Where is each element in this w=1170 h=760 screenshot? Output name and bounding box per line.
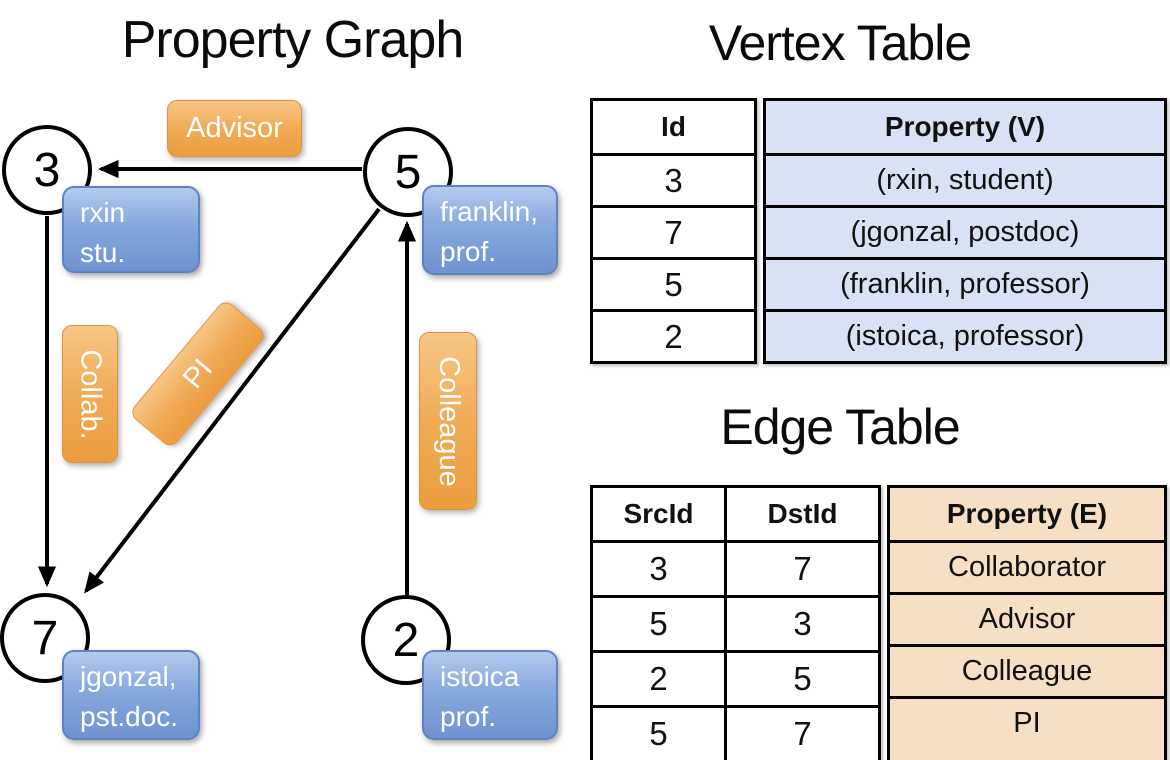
- edge-label-colleague: Colleague: [419, 332, 477, 510]
- vertex-table-cell-id: 3: [593, 153, 754, 205]
- edge-table-cell-dstid: 3: [793, 605, 812, 642]
- vertex-node-5: 5: [363, 127, 453, 217]
- vertex-table-cell-id: 2: [593, 309, 754, 361]
- property-graph-title: Property Graph: [121, 11, 465, 69]
- edge-table-header-row: SrcId DstId: [593, 488, 878, 540]
- vertex-table-cell-property: (rxin, student): [766, 153, 1164, 205]
- edge-table-title: Edge Table: [720, 399, 960, 455]
- edge-label-colleague-text: Colleague: [432, 355, 465, 487]
- vertex-table-header-property: Property (V): [884, 111, 1046, 142]
- vertex-property-label-jgonzal: jgonzal, pst.doc.: [62, 650, 200, 740]
- edge-table-cell-dstid: 5: [793, 660, 812, 697]
- vertex-property-label-jgonzal-line2: pst.doc.: [80, 701, 179, 732]
- vertex-property-label-istoica: istoica prof.: [422, 650, 558, 740]
- edge-table-row: 3 7: [593, 540, 878, 595]
- vertex-property-label-jgonzal-line1: jgonzal,: [80, 661, 177, 692]
- edge-table-cell-srcid: 3: [593, 543, 727, 595]
- vertex-table-id-column: Id 3 7 5 2: [590, 98, 757, 364]
- edge-label-collab: Collab.: [62, 325, 118, 463]
- vertex-property-label-rxin-line2: stu.: [80, 237, 126, 268]
- vertex-table-cell-property: (jgonzal, postdoc): [766, 205, 1164, 257]
- edge-table-row: 5 7: [593, 705, 878, 760]
- vertex-node-3-id: 3: [33, 143, 61, 197]
- vertex-property-label-rxin-line1: rxin: [80, 197, 126, 228]
- edge-table-cell-srcid: 5: [593, 598, 727, 650]
- vertex-table-cell-property: (franklin, professor): [766, 257, 1164, 309]
- vertex-table-cell-id: 5: [593, 257, 754, 309]
- vertex-node-5-id: 5: [394, 145, 422, 199]
- property-graph-pane: Property Graph 3 5 7 2 rxin stu. frankli…: [0, 11, 558, 740]
- edge-table-property-column: Property (E) Collaborator Advisor Collea…: [887, 485, 1167, 760]
- vertex-table-cell-id: 7: [593, 205, 754, 257]
- edge-table-cell-property: Advisor: [890, 592, 1164, 644]
- edge-table-header-srcid: SrcId: [593, 488, 727, 540]
- edge-table-cell-dstid: 7: [793, 715, 812, 752]
- vertex-table: Id 3 7 5 2 Property (V) (rxin, student) …: [590, 98, 1167, 364]
- edge-label-collab-text: Collab.: [74, 348, 107, 440]
- vertex-table-cell-property: (istoica, professor): [766, 309, 1164, 361]
- vertex-property-label-rxin: rxin stu.: [62, 186, 200, 273]
- vertex-property-label-franklin-line1: franklin,: [440, 196, 539, 227]
- vertex-property-label-istoica-line2: prof.: [440, 701, 497, 732]
- edge-table-row: 5 3: [593, 595, 878, 650]
- graph-edges-canvas: [37, 159, 417, 595]
- vertex-node-2-id: 2: [392, 613, 420, 667]
- tables-pane: Vertex Table Id 3 7 5 2 Property (V) (rx…: [585, 0, 1170, 760]
- edge-table-cell-dstid: 7: [793, 550, 812, 587]
- edge-table-header-dstid: DstId: [767, 498, 838, 529]
- vertex-property-label-franklin-line2: prof.: [440, 236, 497, 267]
- vertex-table-title: Vertex Table: [708, 15, 972, 71]
- edge-arrow-5-to-7: [84, 207, 381, 594]
- edge-table-cell-srcid: 2: [593, 653, 727, 705]
- edge-label-advisor: Advisor: [167, 100, 302, 157]
- vertex-table-property-column: Property (V) (rxin, student) (jgonzal, p…: [763, 98, 1167, 364]
- vertex-property-label-istoica-line1: istoica: [440, 661, 520, 692]
- edge-table-id-columns: SrcId DstId 3 7 5 3 2 5 5 7: [590, 485, 881, 760]
- edge-table-cell-property: Colleague: [890, 644, 1164, 696]
- vertex-table-header-id: Id: [661, 111, 686, 142]
- vertex-node-2: 2: [361, 595, 451, 685]
- vertex-property-label-franklin: franklin, prof.: [422, 185, 558, 275]
- edge-table-header-property: Property (E): [946, 498, 1108, 529]
- vertex-node-7-id: 7: [31, 611, 59, 665]
- edge-table-row: 2 5: [593, 650, 878, 705]
- edge-table-cell-srcid: 5: [593, 708, 727, 760]
- edge-table-cell-property: Collaborator: [890, 540, 1164, 592]
- edge-table-cell-property: PI: [890, 696, 1164, 748]
- edge-table: SrcId DstId 3 7 5 3 2 5 5 7: [590, 485, 1167, 760]
